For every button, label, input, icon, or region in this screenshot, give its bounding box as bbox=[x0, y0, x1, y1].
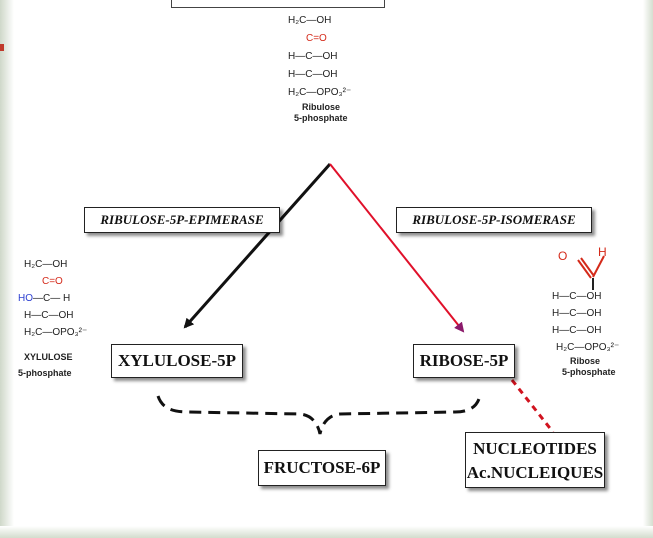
xylulose-5p-structure: H₂C—OH C=O HO—C— H H—C—OH H₂C—OPO₃²⁻ XYL… bbox=[18, 256, 118, 380]
ribulose-row4: H—C—OH bbox=[288, 69, 338, 80]
fructose-6p-node: FRUCTOSE-6P bbox=[258, 450, 386, 486]
ribose-name2: 5-phosphate bbox=[562, 367, 616, 377]
xylulose-ho: HO bbox=[18, 293, 33, 304]
ribose-carbonyl-icon bbox=[577, 255, 605, 290]
ribose-row5: H₂C—OPO₃²⁻ bbox=[556, 342, 620, 353]
ribose-row3: H—C—OH bbox=[552, 308, 602, 319]
ribulose-carbonyl: C=O bbox=[306, 33, 327, 44]
ribose-5p-node: RIBOSE-5P bbox=[413, 344, 515, 378]
nucleotides-node: NUCLEOTIDES Ac.NUCLEIQUES bbox=[465, 432, 605, 488]
side-mark bbox=[0, 44, 4, 51]
xylulose-5p-node: XYLULOSE-5P bbox=[111, 344, 243, 378]
ribulose-row3: H—C—OH bbox=[288, 51, 338, 62]
isomerase-arrow bbox=[329, 163, 465, 333]
ribose-o: O bbox=[558, 249, 568, 263]
fructose-brace bbox=[156, 394, 482, 435]
ribulose-row1: H₂C—OH bbox=[288, 15, 332, 26]
ribulose-5p-structure: H₂C—OH C=O H—C—OH H—C—OH H₂C—OPO₃²⁻ Ribu… bbox=[288, 12, 378, 124]
epimerase-arrow bbox=[183, 163, 332, 329]
xylulose-name2: 5-phosphate bbox=[18, 368, 72, 378]
ribulose-name2: 5-phosphate bbox=[294, 113, 348, 123]
xylulose-row3: HO—C— H bbox=[18, 290, 118, 307]
frame-edge-bottom bbox=[0, 526, 653, 538]
ribulose-row5: H₂C—OPO₃²⁻ bbox=[288, 87, 352, 98]
ribose-5p-structure: O H H—C—OH H—C—OH H—C—OH H₂C—OPO₃²⁻ Ribo… bbox=[552, 244, 648, 378]
ribose-nucleotides-link bbox=[510, 379, 555, 433]
title-box-top bbox=[171, 0, 385, 8]
xylulose-carbonyl: C=O bbox=[42, 276, 63, 287]
xylulose-row4: H—C—OH bbox=[24, 310, 74, 321]
xylulose-name1: XYLULOSE bbox=[24, 352, 73, 362]
xylulose-row5: H₂C—OPO₃²⁻ bbox=[24, 327, 88, 338]
frame-edge-right bbox=[643, 0, 653, 538]
nucleotides-line2: Ac.NUCLEIQUES bbox=[466, 463, 604, 482]
xylulose-row1: H₂C—OH bbox=[24, 259, 68, 270]
ribose-row4: H—C—OH bbox=[552, 325, 602, 336]
ribose-head: O H bbox=[552, 244, 648, 288]
frame-edge-left bbox=[0, 0, 14, 538]
xylulose-row3-rest: —C— H bbox=[33, 293, 71, 304]
ribose-h: H bbox=[598, 245, 607, 259]
nucleotides-line1: NUCLEOTIDES bbox=[473, 439, 597, 458]
isomerase-label: RIBULOSE-5P-ISOMERASE bbox=[396, 207, 592, 233]
ribose-name1: Ribose bbox=[570, 356, 601, 366]
ribose-row2: H—C—OH bbox=[552, 291, 602, 302]
ribulose-name1: Ribulose bbox=[302, 102, 341, 112]
epimerase-label: RIBULOSE-5P-EPIMERASE bbox=[84, 207, 280, 233]
